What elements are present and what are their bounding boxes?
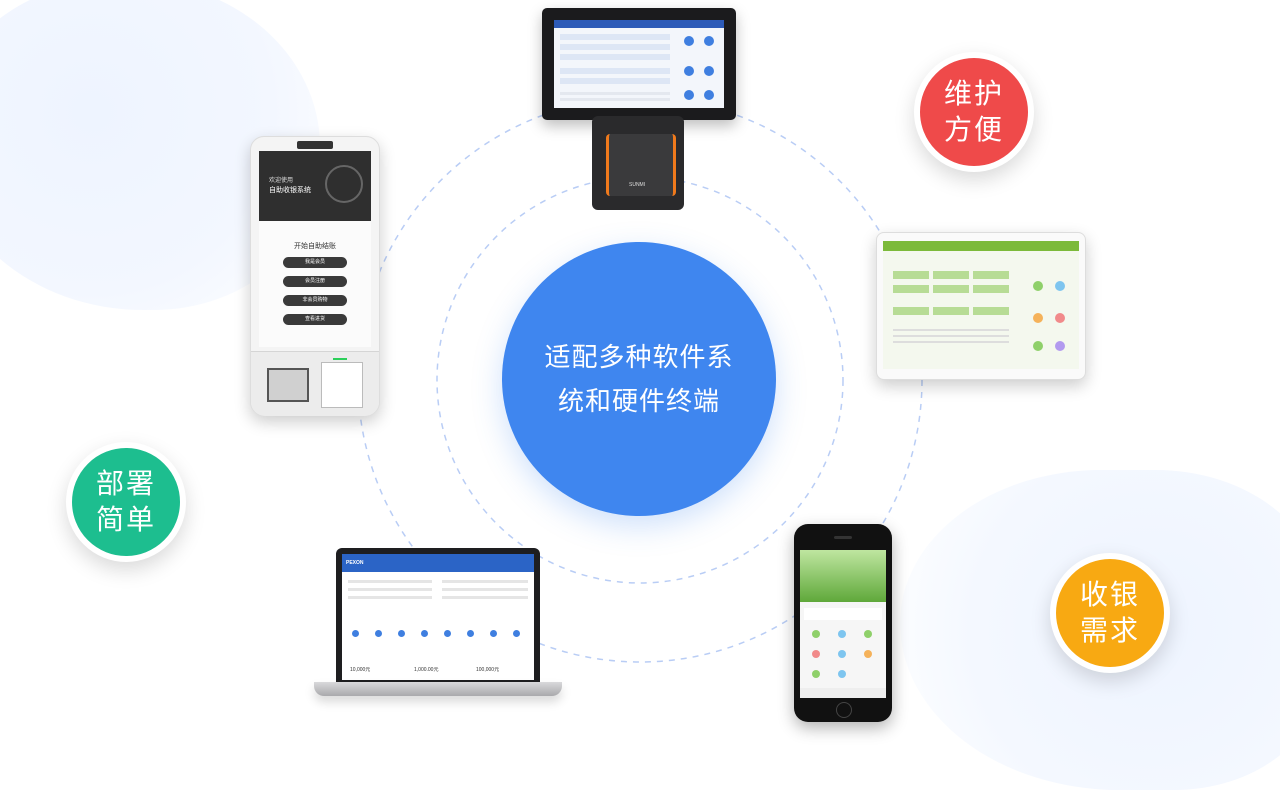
smartphone bbox=[794, 524, 892, 722]
badge-checkout-label: 收银需求 bbox=[1079, 579, 1140, 646]
kiosk-hardware-panel bbox=[251, 351, 379, 416]
kiosk-member-button[interactable]: 我是会员 bbox=[283, 257, 347, 268]
home-button bbox=[836, 702, 852, 718]
phone-ui bbox=[800, 550, 886, 698]
receipt-slot bbox=[321, 362, 363, 408]
center-line-1: 适配多种软件系 bbox=[544, 342, 734, 372]
pos-printer-base: SUNMI bbox=[592, 116, 684, 210]
badge-deploy-label: 部署简单 bbox=[95, 468, 156, 535]
phone-speaker bbox=[834, 536, 852, 539]
self-service-kiosk: 欢迎使用 自助收银系统 开始自助结账 我是会员 会员注册 非会员购物 查看进货 bbox=[250, 136, 380, 416]
kiosk-stock-button[interactable]: 查看进货 bbox=[283, 314, 347, 325]
status-light bbox=[333, 358, 347, 360]
kiosk-start-title: 开始自助结账 bbox=[294, 243, 336, 250]
laptop-amount-2: 1,000.00元 bbox=[414, 667, 439, 673]
android-tablet bbox=[876, 232, 1086, 380]
laptop-screen: PEXON 10,000元 1,000.00元 100,000元 bbox=[336, 548, 540, 682]
laptop-brand: PEXON bbox=[346, 560, 364, 566]
pos-ui bbox=[554, 20, 724, 108]
kiosk-screen: 开始自助结账 我是会员 会员注册 非会员购物 查看进货 bbox=[259, 221, 371, 347]
kiosk-register-button[interactable]: 会员注册 bbox=[283, 276, 347, 287]
orbit-rings bbox=[357, 97, 923, 663]
laptop-amount-3: 100,000元 bbox=[476, 667, 500, 673]
laptop-ui: PEXON 10,000元 1,000.00元 100,000元 bbox=[342, 554, 534, 680]
scanner-slot bbox=[267, 368, 309, 402]
laptop-brand-bar: PEXON bbox=[342, 554, 534, 572]
kiosk-welcome: 欢迎使用 bbox=[269, 178, 294, 184]
face-scan-icon bbox=[325, 165, 363, 203]
badge-checkout: 收银需求 bbox=[1050, 553, 1170, 673]
phone-banner-image bbox=[800, 550, 886, 602]
badge-maintenance-label: 维护方便 bbox=[943, 78, 1004, 145]
pos-brand: SUNMI bbox=[629, 182, 646, 188]
badge-maintenance: 维护方便 bbox=[914, 52, 1034, 172]
kiosk-header-panel: 欢迎使用 自助收银系统 bbox=[259, 151, 371, 221]
laptop-amount-1: 10,000元 bbox=[350, 667, 371, 673]
center-line-2: 统和硬件终端 bbox=[557, 386, 720, 416]
kiosk-guest-button[interactable]: 非会员购物 bbox=[283, 295, 347, 306]
badge-deploy: 部署简单 bbox=[66, 442, 186, 562]
tablet-ui bbox=[883, 241, 1079, 369]
pos-terminal-screen bbox=[542, 8, 736, 120]
receipt-printer: SUNMI bbox=[606, 134, 676, 196]
center-circle: 适配多种软件系 统和硬件终端 bbox=[502, 242, 776, 516]
laptop-base bbox=[314, 682, 562, 696]
kiosk-system-name: 自助收银系统 bbox=[269, 187, 311, 194]
center-title: 适配多种软件系 统和硬件终端 bbox=[529, 335, 749, 423]
